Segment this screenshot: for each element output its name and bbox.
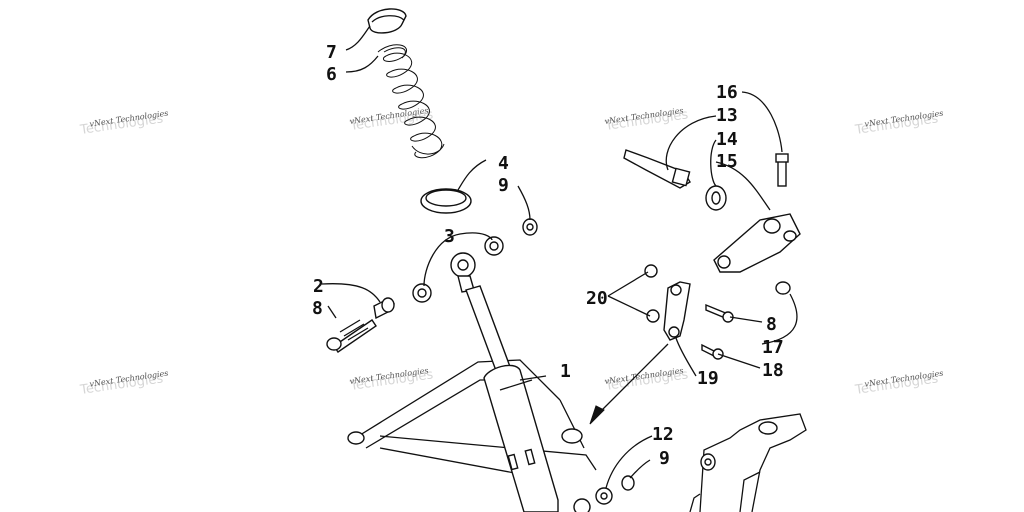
- callout-8: 8: [312, 298, 323, 319]
- callout-7: 7: [326, 42, 337, 63]
- callout-1: 1: [560, 361, 571, 382]
- callout-17: 17: [762, 337, 784, 358]
- callout-19: 19: [697, 368, 719, 389]
- watermark: Technologies vNext Technologies: [78, 369, 169, 398]
- watermark: Technologies vNext Technologies: [853, 369, 944, 398]
- callout-3: 3: [444, 226, 455, 247]
- watermark: Technologies vNext Technologies: [603, 106, 689, 134]
- callout-4: 4: [498, 153, 509, 174]
- leader-lines: [321, 25, 798, 489]
- callout-13: 13: [716, 105, 738, 126]
- callout-12: 12: [652, 424, 674, 445]
- callout-16: 16: [716, 82, 738, 103]
- watermark: Technologies vNext Technologies: [853, 109, 944, 138]
- callout-18: 18: [762, 360, 784, 381]
- mount-hardware-drawing: [326, 218, 538, 353]
- spring-seat-drawing: [420, 188, 472, 214]
- callout-15: 15: [716, 151, 738, 172]
- watermark: Technologies vNext Technologies: [348, 366, 434, 394]
- callout-8: 8: [766, 314, 777, 335]
- callouts: 1 2 3 4 6 7 8 8 9 9 12 13 14 15 16 17 18…: [312, 42, 784, 469]
- spindle-drawing: [689, 413, 807, 512]
- lower-hardware-drawing: [573, 475, 635, 512]
- watermarks: Technologies vNext Technologies Technolo…: [78, 106, 944, 398]
- callout-14: 14: [716, 129, 738, 150]
- callout-9: 9: [659, 448, 670, 469]
- coil-spring-drawing: [377, 44, 445, 159]
- callout-9: 9: [498, 175, 509, 196]
- sway-bar-drawing: [623, 149, 801, 360]
- watermark: Technologies vNext Technologies: [603, 366, 689, 394]
- watermark: Technologies vNext Technologies: [78, 109, 169, 138]
- spring-cap-drawing: [367, 8, 407, 34]
- shock-absorber-drawing: [450, 252, 559, 512]
- callout-2: 2: [313, 276, 324, 297]
- callout-6: 6: [326, 64, 337, 85]
- callout-20: 20: [586, 288, 608, 309]
- watermark: Technologies vNext Technologies: [348, 106, 434, 134]
